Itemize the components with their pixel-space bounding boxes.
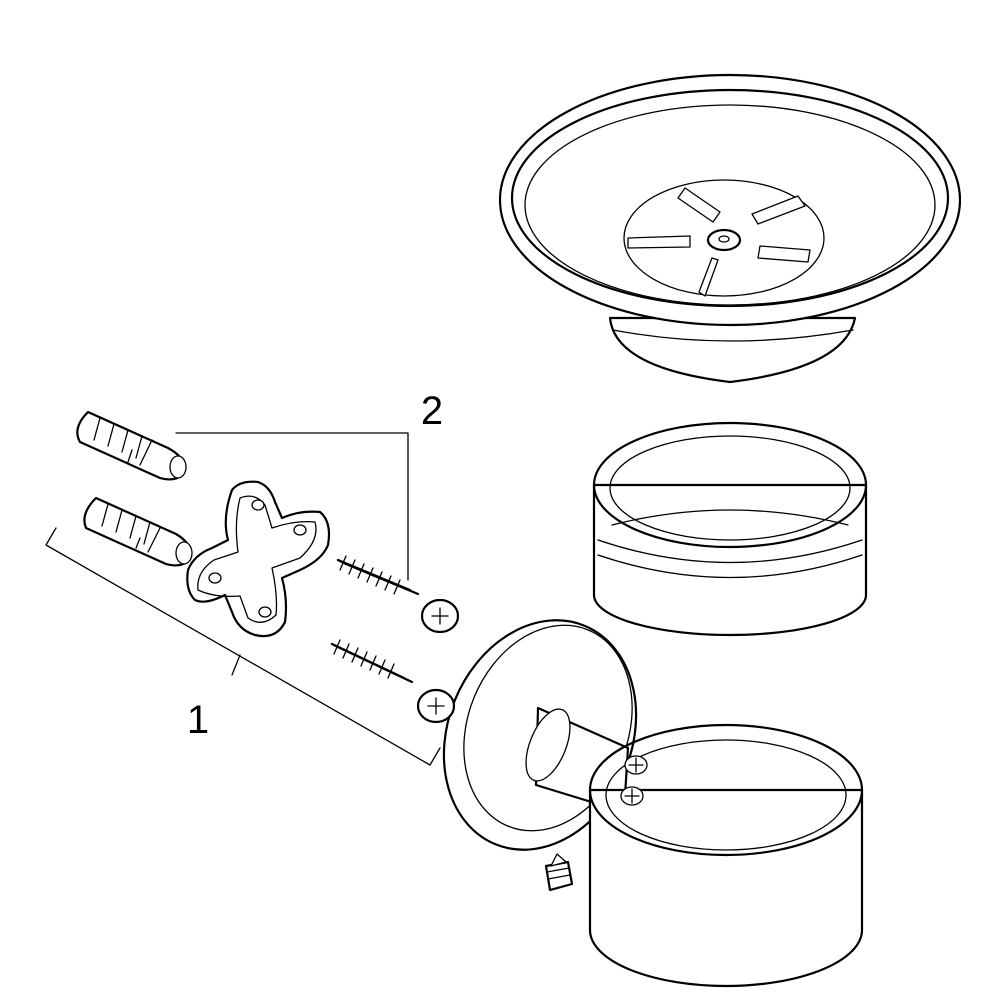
retaining-ring [592, 421, 868, 637]
callout-1-bracket [45, 527, 441, 766]
callout-1-label: 1 [187, 698, 209, 742]
callout-2-label: 2 [421, 389, 443, 433]
wood-screw-lower [330, 639, 456, 724]
soap-dish [498, 73, 962, 384]
wall-plug-upper [76, 410, 187, 481]
mounting-plate [186, 480, 331, 638]
set-screw [544, 853, 574, 892]
dish-drain-ribs [627, 187, 811, 297]
wall-plug-lower [83, 496, 193, 567]
wood-screw-upper [336, 555, 460, 634]
callout-2-leader [175, 432, 409, 581]
wall-holder [442, 619, 864, 988]
